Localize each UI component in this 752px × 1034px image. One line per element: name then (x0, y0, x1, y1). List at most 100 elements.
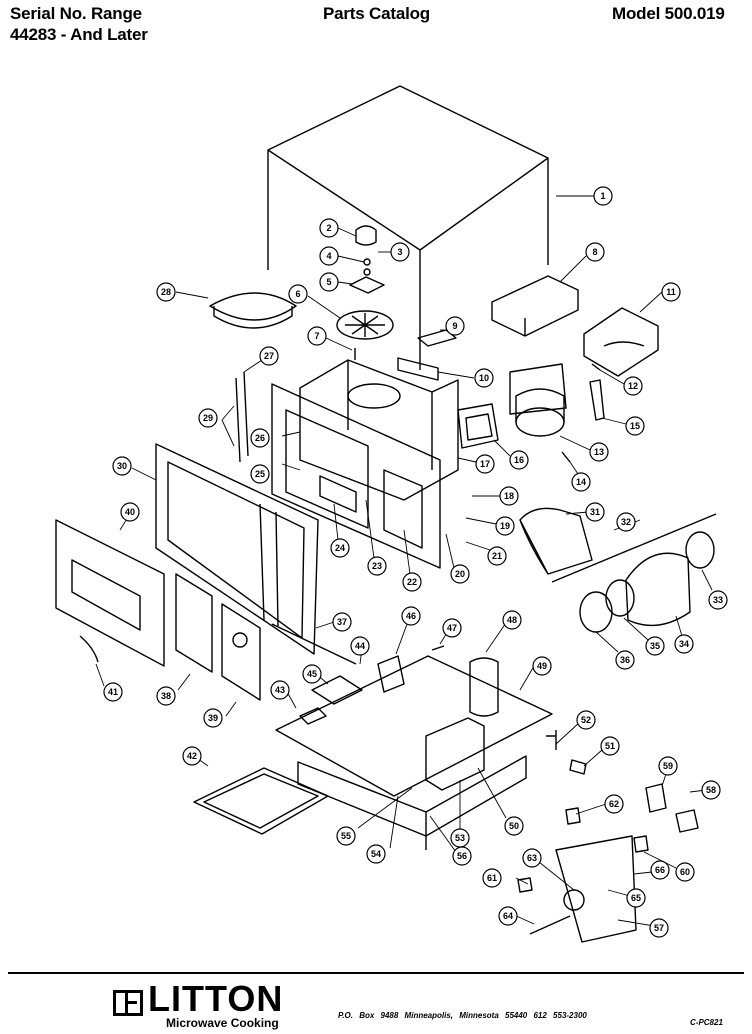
callout-24: 24 (330, 538, 350, 558)
callout-32: 32 (616, 512, 636, 532)
part-switch-61 (517, 877, 533, 893)
part-duct-9 (417, 329, 457, 347)
svg-text:4: 4 (326, 251, 331, 261)
part-air-duct (519, 507, 593, 575)
part-outer-cabinet (267, 85, 549, 370)
svg-text:54: 54 (371, 849, 381, 859)
part-base-plate (275, 655, 553, 797)
svg-text:49: 49 (537, 661, 547, 671)
svg-text:62: 62 (609, 799, 619, 809)
svg-text:44: 44 (355, 641, 365, 651)
svg-text:21: 21 (492, 551, 502, 561)
svg-text:22: 22 (407, 577, 417, 587)
svg-text:1: 1 (600, 191, 605, 201)
part-switch-51 (569, 759, 587, 775)
svg-text:20: 20 (455, 569, 465, 579)
document-code: C-PC821 (690, 1018, 723, 1027)
callout-16: 16 (509, 450, 529, 470)
svg-text:23: 23 (372, 561, 382, 571)
svg-text:47: 47 (447, 623, 457, 633)
part-stirrer-fan-blades (345, 313, 385, 337)
brand-tagline: Microwave Cooking (166, 1016, 279, 1030)
litton-logo-icon (113, 990, 143, 1016)
part-bracket-5 (349, 276, 385, 294)
callout-7: 7 (307, 326, 327, 346)
callout-2: 2 (319, 218, 339, 238)
callout-63: 63 (522, 848, 542, 868)
svg-text:40: 40 (125, 507, 135, 517)
svg-text:65: 65 (631, 893, 641, 903)
svg-text:6: 6 (295, 289, 300, 299)
svg-text:5: 5 (326, 277, 331, 287)
part-control-knob (232, 632, 248, 648)
callout-15: 15 (625, 416, 645, 436)
callout-17: 17 (475, 454, 495, 474)
part-switch-bracket (555, 835, 637, 943)
svg-text:13: 13 (594, 447, 604, 457)
brand-name: LITTON (148, 978, 284, 1019)
svg-text:60: 60 (680, 867, 690, 877)
callout-39: 39 (203, 708, 223, 728)
callout-45: 45 (302, 664, 322, 684)
part-stirrer-cover (209, 292, 297, 329)
part-nut (363, 268, 371, 276)
svg-text:39: 39 (208, 713, 218, 723)
part-hinge-rod (235, 371, 249, 463)
svg-text:57: 57 (654, 923, 664, 933)
callout-29: 29 (198, 408, 218, 428)
part-stirrer-fan (336, 310, 394, 340)
callout-38: 38 (156, 686, 176, 706)
callout-55: 55 (336, 826, 356, 846)
svg-text:31: 31 (590, 507, 600, 517)
serial-range-label: Serial No. Range (10, 4, 142, 23)
callout-35: 35 (645, 636, 665, 656)
callout-64: 64 (498, 906, 518, 926)
svg-text:52: 52 (581, 715, 591, 725)
part-blower-motor (685, 531, 715, 569)
svg-text:25: 25 (255, 469, 265, 479)
svg-text:24: 24 (335, 543, 345, 553)
callout-60: 60 (675, 862, 695, 882)
callout-23: 23 (367, 556, 387, 576)
part-fan-motor-body (509, 363, 567, 422)
callout-26: 26 (250, 428, 270, 448)
part-blower-group (551, 513, 717, 583)
callout-50: 50 (504, 816, 524, 836)
callout-37: 37 (332, 612, 352, 632)
callout-18: 18 (499, 486, 519, 506)
callout-44: 44 (350, 636, 370, 656)
callout-20: 20 (450, 564, 470, 584)
svg-text:38: 38 (161, 691, 171, 701)
callout-66: 66 (650, 860, 670, 880)
serial-range-value: 44283 - And Later (10, 25, 148, 44)
callout-28: 28 (156, 282, 176, 302)
part-rod-37 (271, 623, 357, 665)
callout-1: 1 (593, 186, 613, 206)
part-clip-12 (591, 363, 601, 371)
callout-40: 40 (120, 502, 140, 522)
callout-41: 41 (103, 682, 123, 702)
svg-text:12: 12 (628, 381, 638, 391)
part-bracket-15 (589, 379, 605, 421)
svg-text:29: 29 (203, 413, 213, 423)
callout-34: 34 (674, 634, 694, 654)
part-relay-45 (311, 675, 363, 705)
callout-46: 46 (401, 606, 421, 626)
callout-5: 5 (319, 272, 339, 292)
callout-11: 11 (661, 282, 681, 302)
svg-text:16: 16 (514, 455, 524, 465)
svg-text:35: 35 (650, 641, 660, 651)
callout-8: 8 (585, 242, 605, 262)
callout-21: 21 (487, 546, 507, 566)
callout-62: 62 (604, 794, 624, 814)
part-switch-58 (675, 809, 699, 833)
part-front-plate (271, 383, 441, 569)
part-thermostat-63 (563, 889, 585, 911)
part-control-panel-39 (221, 603, 261, 701)
company-address: P.O. Box 9488 Minneapolis, Minnesota 554… (338, 1011, 587, 1020)
part-screw-14 (561, 451, 571, 463)
part-wire-41 (79, 635, 99, 663)
callout-56: 56 (452, 846, 472, 866)
svg-text:17: 17 (480, 459, 490, 469)
svg-text:2: 2 (326, 223, 331, 233)
